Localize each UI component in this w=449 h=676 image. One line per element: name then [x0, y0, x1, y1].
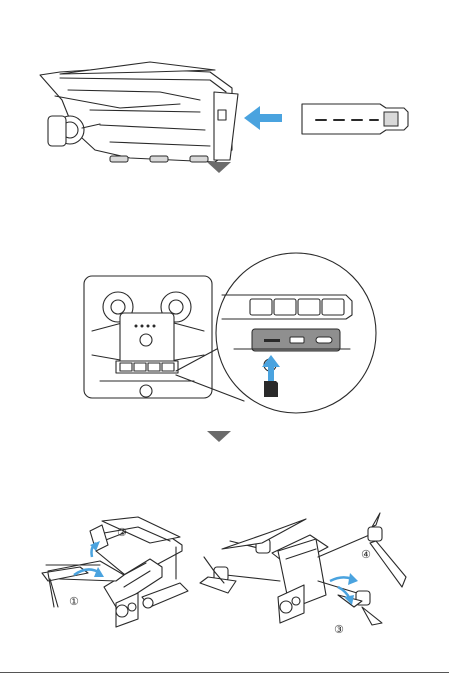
step-insert-battery [0, 0, 449, 185]
battery-icon [302, 104, 408, 134]
drone-top-view [84, 276, 212, 398]
marker-2: ② [117, 526, 127, 539]
marker-3: ③ [334, 623, 344, 636]
step-down-arrow-icon [207, 431, 231, 442]
step-down-arrow-icon [207, 162, 231, 173]
drone-partially-unfolded [42, 517, 188, 627]
drone-fully-unfolded [200, 513, 406, 625]
step-insert-sd-card [0, 185, 449, 447]
step-unfold-arms: ② ① [0, 447, 449, 672]
page-bottom-rule [0, 672, 449, 673]
marker-1: ① [69, 595, 79, 608]
sd-card-icon [264, 381, 278, 397]
drone-side-view [40, 62, 238, 162]
insert-arrow-icon [244, 106, 282, 130]
marker-4: ④ [361, 548, 371, 561]
sd-slot-zoom [216, 253, 376, 413]
